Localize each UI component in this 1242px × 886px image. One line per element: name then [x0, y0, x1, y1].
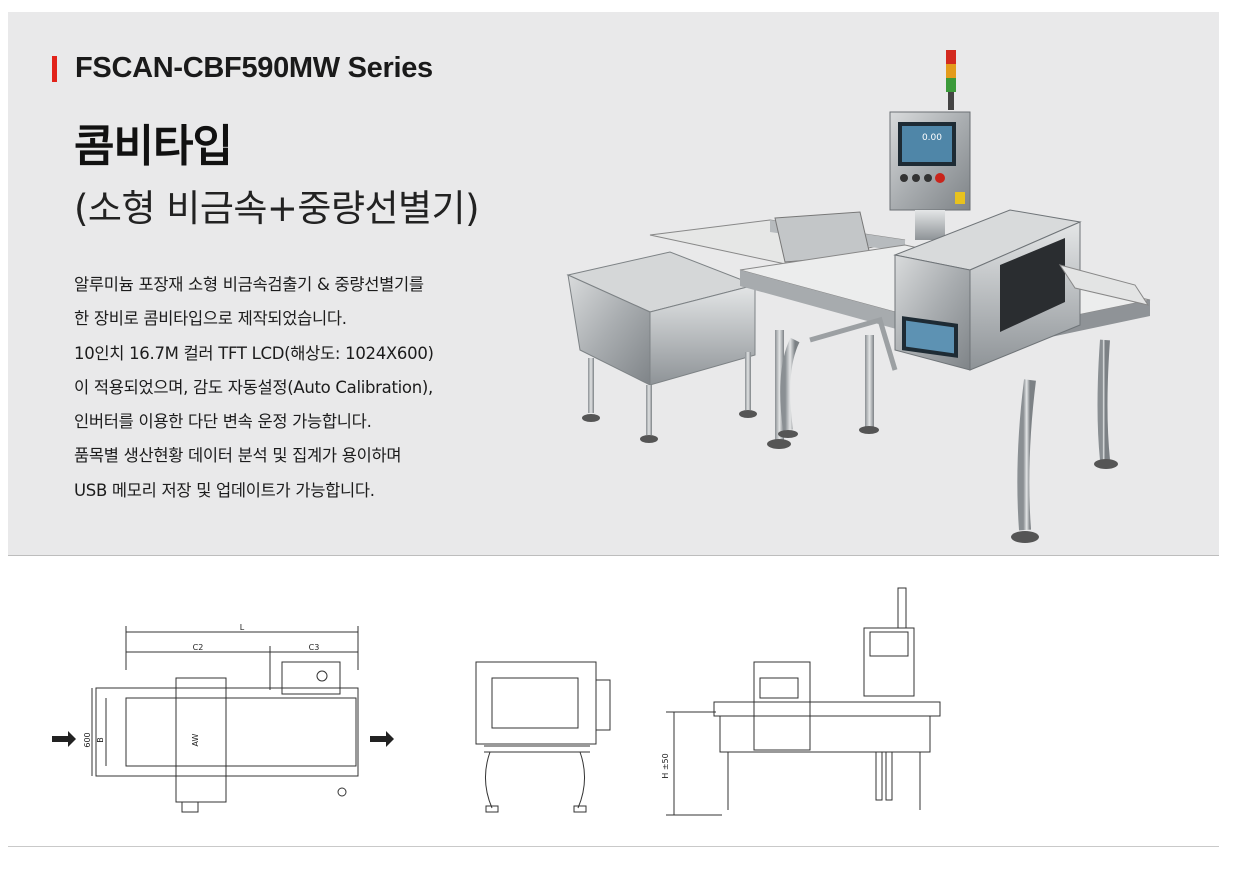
weigher-control-panel: 0.00	[889, 111, 971, 240]
description-line: 한 장비로 콤비타입으로 제작되었습니다.	[74, 309, 347, 329]
dim-label-aw: AW	[191, 733, 200, 746]
bottom-divider	[8, 846, 1219, 847]
signal-tower	[946, 50, 956, 110]
product-subtitle: (소형 비금속+중량선별기)	[74, 187, 480, 230]
drawing-front-view	[666, 587, 941, 816]
accent-bar	[52, 55, 57, 82]
dim-label-length: L	[240, 623, 245, 632]
reject-bin	[566, 251, 757, 443]
description-line: USB 메모리 저장 및 업데이트가 가능합니다.	[74, 480, 375, 500]
technical-drawings: L C2 C3 600 B AW H ±50	[52, 587, 941, 816]
conveyor-direction-arrows	[52, 731, 394, 747]
series-name: FSCAN-CBF590MW Series	[75, 52, 433, 84]
drawing-top-view	[91, 626, 359, 813]
dim-label-c3: C3	[309, 643, 320, 652]
description-line: 품목별 생산현황 데이터 분석 및 집계가 용이하며	[74, 446, 402, 466]
drawing-side-view	[475, 661, 611, 813]
metal-detector-head	[893, 209, 1082, 371]
dim-label-600: 600	[83, 732, 92, 747]
description-line: 알루미늄 포장재 소형 비금속검출기 & 중량선별기를	[74, 275, 424, 294]
product-description: 알루미늄 포장재 소형 비금속검출기 & 중량선별기를 한 장비로 콤비타입으로…	[74, 268, 534, 508]
dim-label-height: H ±50	[661, 753, 670, 778]
product-title: 콤비타입	[74, 121, 233, 172]
dim-label-c2: C2	[193, 643, 204, 652]
dim-label-b: B	[96, 737, 105, 743]
screen-readout: 0.00	[922, 133, 942, 143]
product-photo: 0.00	[566, 50, 1151, 543]
series-heading: FSCAN-CBF590MW Series	[52, 52, 433, 85]
description-line: 10인치 16.7M 컬러 TFT LCD(해상도: 1024X600)	[74, 343, 434, 363]
description-line: 이 적용되었으며, 감도 자동설정(Auto Calibration),	[74, 377, 433, 397]
description-line: 인버터를 이용한 다단 변속 운정 가능합니다.	[74, 412, 372, 432]
